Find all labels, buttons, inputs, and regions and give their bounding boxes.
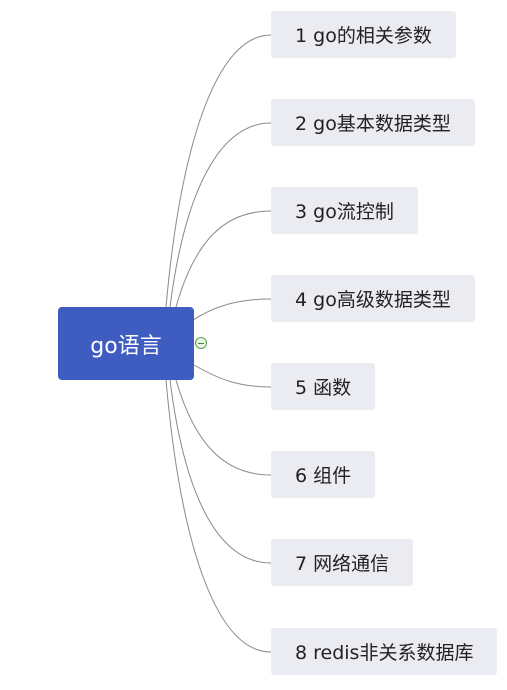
connector-7 — [169, 379, 272, 564]
topic-node-8[interactable]: 8 redis非关系数据库 — [271, 628, 498, 675]
topic-node-3[interactable]: 3 go流控制 — [271, 187, 418, 234]
connector-8 — [165, 379, 272, 653]
connector-1 — [165, 34, 272, 308]
central-topic[interactable]: go语言 — [58, 307, 194, 380]
topic-node-7[interactable]: 7 网络通信 — [271, 539, 414, 586]
topic-node-2[interactable]: 2 go基本数据类型 — [271, 99, 475, 146]
topic-node-6[interactable]: 6 组件 — [271, 451, 376, 498]
topic-node-1[interactable]: 1 go的相关参数 — [271, 11, 456, 58]
collapse-toggle-icon[interactable] — [195, 337, 207, 349]
connector-5 — [193, 364, 272, 388]
topic-node-4[interactable]: 4 go高级数据类型 — [271, 275, 475, 322]
connector-6 — [175, 379, 272, 476]
connector-2 — [169, 122, 272, 308]
connector-3 — [175, 210, 272, 308]
connector-4 — [189, 298, 272, 323]
topic-node-5[interactable]: 5 函数 — [271, 363, 376, 410]
